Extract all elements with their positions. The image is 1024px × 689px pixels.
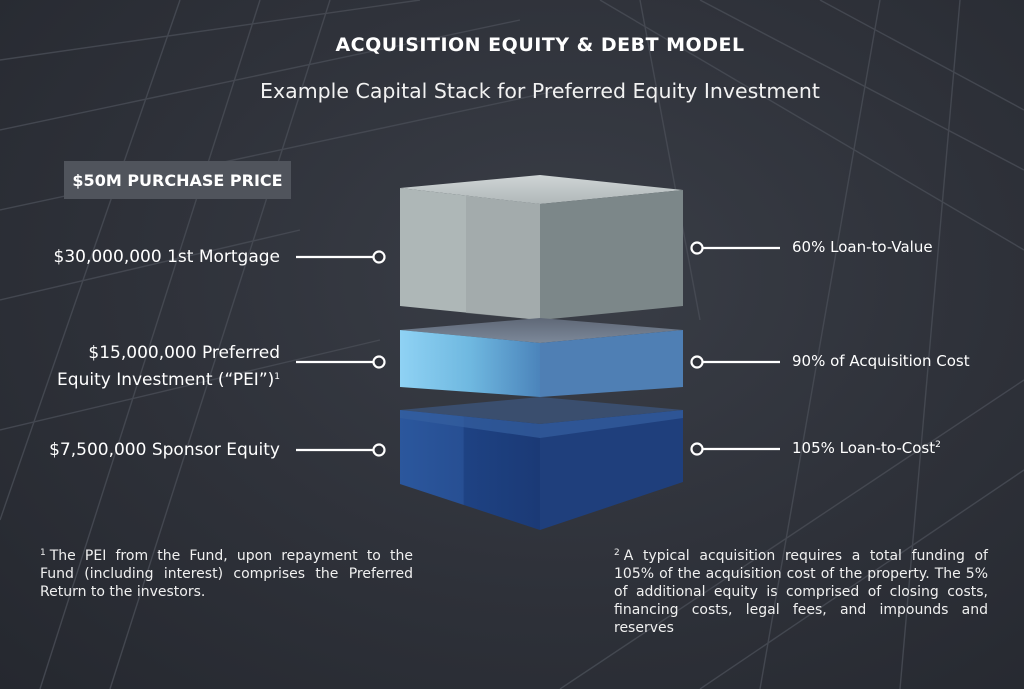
connector-node-left-3 [372, 443, 386, 457]
page-subtitle: Example Capital Stack for Preferred Equi… [260, 79, 820, 103]
left-label-sponsor: $7,500,000 Sponsor Equity [49, 438, 280, 462]
footnote-1-number: 1 [40, 548, 46, 558]
connector-node-right-2 [690, 355, 704, 369]
sponsor-equity-block [400, 397, 683, 530]
right-label-acq-cost-text: 90% of Acquisition Cost [792, 352, 970, 370]
purchase-price-badge: $50M PURCHASE PRICE [64, 161, 291, 199]
left-label-pei: $15,000,000 Preferred Equity Investment … [57, 341, 280, 392]
connector-node-right-3 [690, 442, 704, 456]
right-label-ltc-sup: 2 [935, 440, 941, 450]
footnote-2-text: A typical acquisition requires a total f… [614, 548, 988, 636]
left-label-pei-line2: Equity Investment (“PEI”) [57, 370, 275, 390]
mortgage-block [400, 175, 683, 320]
page-title: ACQUISITION EQUITY & DEBT MODEL [335, 34, 745, 56]
connector-node-left-2 [372, 355, 386, 369]
left-label-mortgage-text: $30,000,000 1st Mortgage [53, 247, 280, 267]
left-label-sponsor-text: $7,500,000 Sponsor Equity [49, 440, 280, 460]
left-label-pei-line1: $15,000,000 Preferred [88, 343, 280, 363]
footnote-2-number: 2 [614, 548, 620, 558]
connector-node-left-1 [372, 250, 386, 264]
left-label-mortgage: $30,000,000 1st Mortgage [54, 245, 280, 269]
preferred-equity-block [400, 318, 683, 397]
right-label-ltc: 105% Loan-to-Cost2 [792, 439, 941, 457]
footnote-1-text: The PEI from the Fund, upon repayment to… [40, 548, 413, 600]
purchase-price-label: $50M PURCHASE PRICE [72, 170, 283, 190]
right-label-ltv: 60% Loan-to-Value [792, 238, 933, 256]
connector-node-right-1 [690, 241, 704, 255]
right-label-ltc-text: 105% Loan-to-Cost [792, 439, 936, 457]
left-label-pei-sup: 1 [274, 372, 280, 382]
right-label-ltv-text: 60% Loan-to-Value [792, 238, 933, 256]
right-label-acq-cost: 90% of Acquisition Cost [792, 352, 970, 370]
